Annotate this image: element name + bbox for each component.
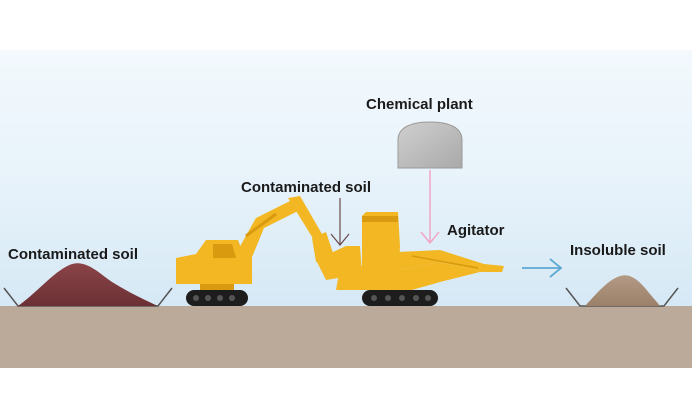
ground: [0, 306, 692, 368]
insoluble-soil-label: Insoluble soil: [570, 242, 666, 259]
contaminated-soil-left-label: Contaminated soil: [8, 246, 139, 263]
chemical-plant-label: Chemical plant: [366, 96, 473, 113]
agitator-machine: [316, 212, 504, 306]
chemical-plant-icon: [397, 121, 463, 169]
output-arrow: [522, 258, 563, 278]
chemical-feed-arrow: [420, 170, 440, 245]
contaminated-soil-center-label: Contaminated soil: [241, 179, 372, 196]
excavator: [176, 196, 334, 306]
agitator-label: Agitator: [447, 222, 505, 239]
soil-feed-arrow: [330, 198, 350, 246]
contaminated-soil-mound: [18, 263, 158, 306]
insoluble-soil-mound: [585, 275, 660, 306]
